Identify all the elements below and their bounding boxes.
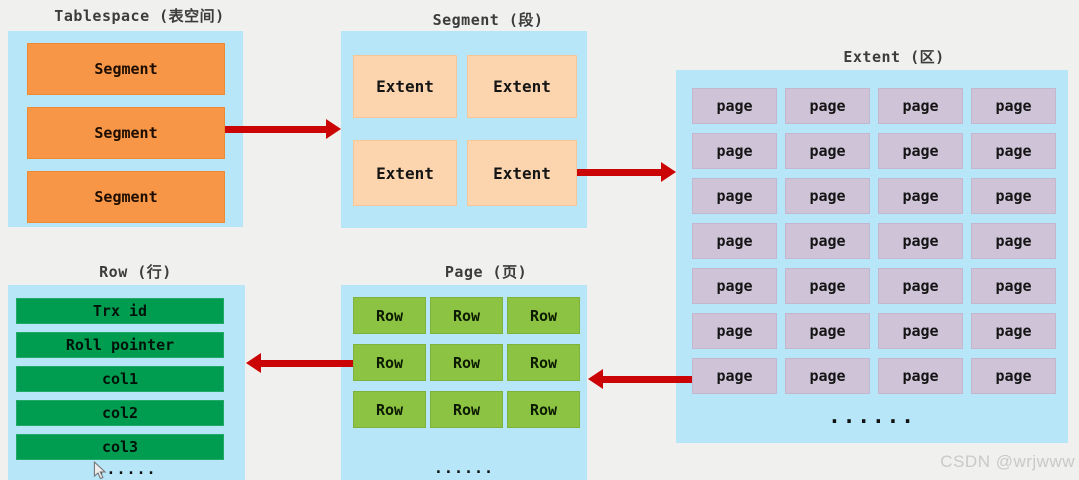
page-box: page [971, 358, 1056, 394]
row-box: Row [430, 391, 503, 428]
arrow-shaft [577, 169, 663, 176]
page-box: page [692, 313, 777, 349]
page-box: page [785, 313, 870, 349]
page-box: page [692, 223, 777, 259]
row-box: Row [430, 344, 503, 381]
row-panel: Trx id Roll pointer col1 col2 col3 ...... [8, 285, 245, 480]
row-box: Row [430, 297, 503, 334]
arrow-extent-to-page [588, 369, 692, 389]
page-box: page [971, 133, 1056, 169]
page-box: page [785, 358, 870, 394]
page-box: page [878, 88, 963, 124]
page-box: page [878, 223, 963, 259]
arrow-segment-to-extent [577, 162, 676, 182]
page-box: page [971, 313, 1056, 349]
page-box: page [692, 358, 777, 394]
page-ellipsis: ...... [433, 459, 495, 477]
arrow-head-icon [661, 162, 676, 182]
page-box: page [971, 223, 1056, 259]
arrow-shaft [225, 126, 328, 133]
extent-title: Extent (区) [843, 48, 945, 66]
row-field-bar: col3 [16, 434, 224, 460]
row-ellipsis: ...... [96, 460, 157, 478]
page-box: page [692, 133, 777, 169]
row-field-bar: col2 [16, 400, 224, 426]
page-box: page [785, 88, 870, 124]
row-box: Row [507, 344, 580, 381]
arrow-shaft [601, 376, 692, 383]
page-box: page [971, 88, 1056, 124]
page-box: page [971, 178, 1056, 214]
row-box: Row [353, 297, 426, 334]
row-box: Row [353, 391, 426, 428]
page-box: page [878, 133, 963, 169]
page-box: page [692, 268, 777, 304]
mouse-cursor-icon [93, 461, 107, 480]
row-box: Row [507, 391, 580, 428]
segment-box: Segment [27, 43, 225, 95]
page-box: page [785, 223, 870, 259]
row-field-bar: col1 [16, 366, 224, 392]
arrow-page-to-row [246, 353, 353, 373]
extent-box: Extent [467, 55, 577, 118]
row-box: Row [353, 344, 426, 381]
arrow-head-icon [588, 369, 603, 389]
page-box: page [971, 268, 1056, 304]
extent-box: Extent [353, 55, 457, 118]
tablespace-title: Tablespace (表空间) [54, 7, 225, 25]
page-box: page [878, 358, 963, 394]
arrow-head-icon [326, 119, 341, 139]
page-box: page [692, 178, 777, 214]
row-box: Row [507, 297, 580, 334]
arrow-shaft [259, 360, 353, 367]
page-box: page [878, 313, 963, 349]
segment-title: Segment (段) [432, 11, 544, 29]
extent-box: Extent [467, 140, 577, 206]
csdn-watermark: CSDN @wrjwww [940, 452, 1075, 471]
arrow-head-icon [246, 353, 261, 373]
page-box: page [785, 178, 870, 214]
arrow-tablespace-to-segment [225, 119, 341, 139]
page-box: page [692, 88, 777, 124]
page-box: page [878, 178, 963, 214]
page-box: page [785, 133, 870, 169]
row-title: Row (行) [99, 263, 172, 281]
extent-box: Extent [353, 140, 457, 206]
row-field-bar: Trx id [16, 298, 224, 324]
page-title: Page (页) [444, 263, 528, 281]
segment-box: Segment [27, 107, 225, 159]
extent-ellipsis: ...... [828, 404, 916, 428]
page-box: page [878, 268, 963, 304]
segment-box: Segment [27, 171, 225, 223]
row-field-bar: Roll pointer [16, 332, 224, 358]
page-box: page [785, 268, 870, 304]
